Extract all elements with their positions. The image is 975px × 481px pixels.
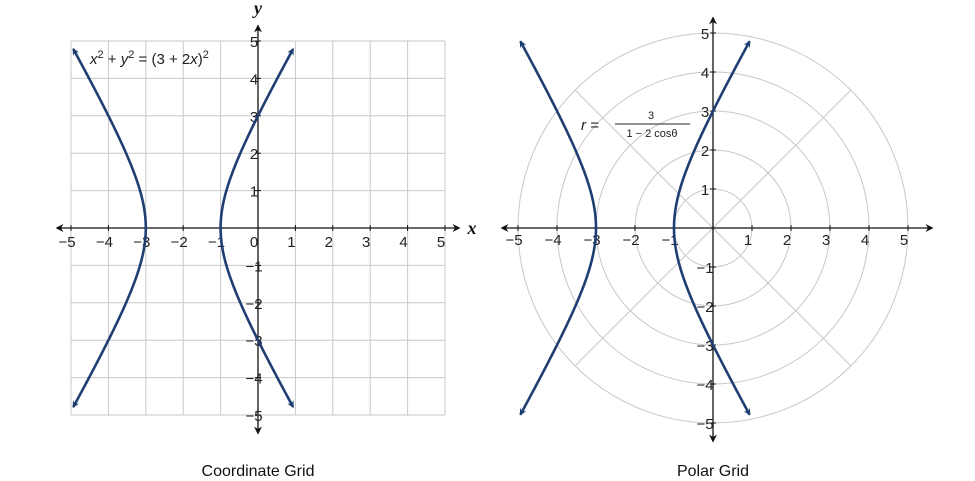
polar-equation-denominator: 1 − 2 cosθ (626, 128, 677, 140)
cartesian-equation: x2 + y2 = (3 + 2x)2 (89, 49, 209, 68)
polar-x-tick-label: 1 (744, 232, 752, 249)
y-tick-label: 3 (250, 109, 258, 126)
hyperbola-branch (672, 40, 751, 229)
polar-x-tick-label: 3 (822, 232, 830, 249)
polar-y-tick-label: 5 (701, 26, 709, 43)
x-tick-label: −2 (171, 234, 188, 251)
y-axis-label: y (252, 0, 263, 18)
y-tick-label: −2 (245, 296, 262, 313)
cartesian-curves (72, 47, 295, 409)
x-tick-label: 1 (287, 234, 295, 251)
x-tick-label: 4 (399, 234, 407, 251)
x-tick-label: −5 (58, 234, 75, 251)
x-tick-label: 2 (325, 234, 333, 251)
hyperbola-branch (672, 227, 751, 416)
polar-y-tick-label: −1 (696, 260, 713, 277)
y-tick-label: −4 (245, 371, 262, 388)
x-tick-label: 0 (250, 234, 258, 251)
y-tick-label: 2 (250, 146, 258, 163)
polar-equation: r = 3 1 − 2 cosθ (581, 110, 690, 140)
polar-axes (500, 16, 934, 443)
polar-y-tick-label: 2 (701, 143, 709, 160)
polar-y-tick-label: 1 (701, 182, 709, 199)
y-tick-label: −1 (245, 258, 262, 275)
chart-caption: Coordinate Grid (202, 463, 315, 480)
x-tick-label: −3 (133, 234, 150, 251)
y-tick-label: 1 (250, 184, 258, 201)
y-tick-label: 4 (250, 71, 258, 88)
polar-y-tick-label: 3 (701, 104, 709, 121)
polar-x-tick-label: −4 (544, 232, 561, 249)
polar-x-tick-label: 4 (861, 232, 869, 249)
polar-curves (519, 40, 751, 416)
x-axis-label: x (467, 218, 477, 238)
polar-x-tick-label: −2 (622, 232, 639, 249)
chart-caption: Polar Grid (677, 463, 749, 480)
y-tick-label: −5 (245, 408, 262, 425)
hyperbola-branch (72, 47, 148, 229)
hyperbola-branch (72, 227, 148, 409)
y-tick-label: 5 (250, 34, 258, 51)
polar-y-tick-label: −5 (696, 416, 713, 433)
polar-y-tick-label: 4 (701, 65, 709, 82)
polar-equation-numerator: 3 (648, 110, 654, 122)
polar-x-tick-label: −5 (505, 232, 522, 249)
polar-y-tick-label: −2 (696, 299, 713, 316)
polar-y-tick-label: −4 (696, 377, 713, 394)
polar-equation-lhs: r = (581, 117, 599, 134)
x-tick-label: 5 (437, 234, 445, 251)
hyperbola-branch (519, 40, 598, 229)
y-tick-label: −3 (245, 333, 262, 350)
x-tick-label: 3 (362, 234, 370, 251)
hyperbola-branch (519, 227, 598, 416)
polar-x-tick-label: −3 (583, 232, 600, 249)
polar-x-tick-label: 5 (900, 232, 908, 249)
polar-x-tick-label: 2 (783, 232, 791, 249)
hyperbola-branch (219, 227, 295, 409)
hyperbola-branch (219, 47, 295, 229)
polar-y-tick-label: −3 (696, 338, 713, 355)
x-tick-label: −4 (96, 234, 113, 251)
